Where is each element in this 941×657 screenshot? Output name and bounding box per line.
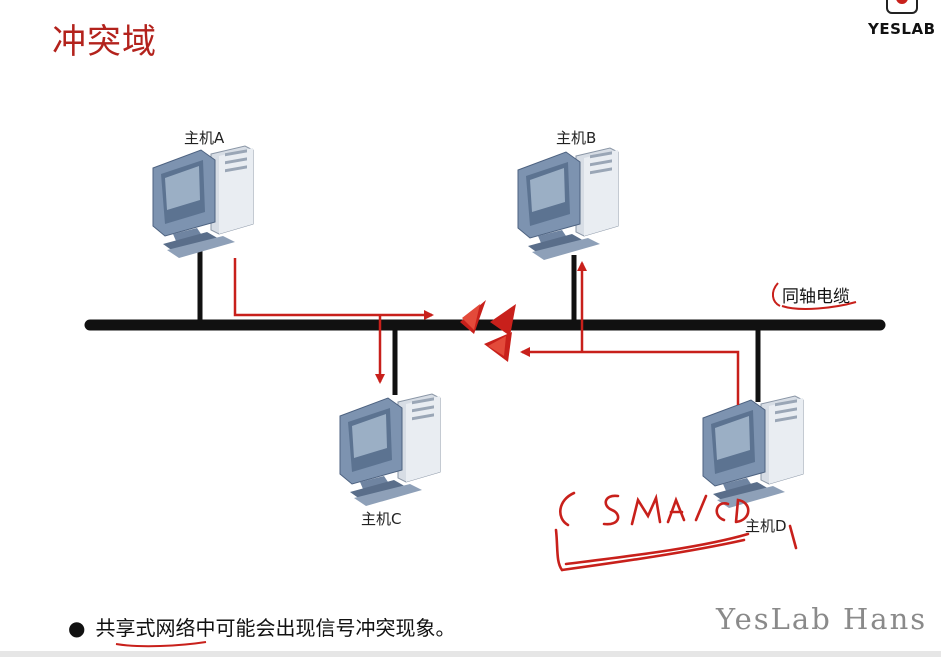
slide-title: 冲突域 bbox=[52, 22, 157, 62]
cable-label-underline bbox=[781, 301, 857, 310]
bullet-underline bbox=[115, 641, 207, 648]
signal-arrow-d-to-bus bbox=[520, 347, 740, 405]
yeslab-logo: YESLAB bbox=[866, 0, 936, 44]
logo-mark-icon bbox=[886, 0, 918, 14]
bottom-divider bbox=[0, 651, 941, 657]
logo-text: YESLAB bbox=[868, 20, 936, 38]
computer-icon-b bbox=[517, 147, 619, 261]
host-label-b: 主机B bbox=[556, 129, 597, 147]
computer-icon-a bbox=[152, 145, 254, 259]
watermark: YesLab Hans bbox=[716, 602, 928, 636]
bullet-text: 共享式网络中可能会出现信号冲突现象。 bbox=[95, 616, 456, 640]
host-label-c: 主机C bbox=[361, 510, 402, 528]
computer-icon-d bbox=[702, 395, 804, 509]
computer-icon-c bbox=[339, 393, 441, 507]
bullet-item: ● 共享式网络中可能会出现信号冲突现象。 bbox=[68, 612, 455, 641]
host-label-a: 主机A bbox=[184, 129, 225, 147]
cable-label-bracket bbox=[772, 282, 781, 307]
cable-label: 同轴电缆 bbox=[782, 287, 850, 307]
handwritten-csma-cd-annotation bbox=[554, 491, 798, 572]
collision-icon bbox=[460, 300, 516, 362]
signal-arrow-a-to-bus bbox=[233, 258, 434, 320]
host-label-d: 主机D bbox=[745, 517, 787, 535]
bullet-dot-icon: ● bbox=[68, 616, 86, 640]
